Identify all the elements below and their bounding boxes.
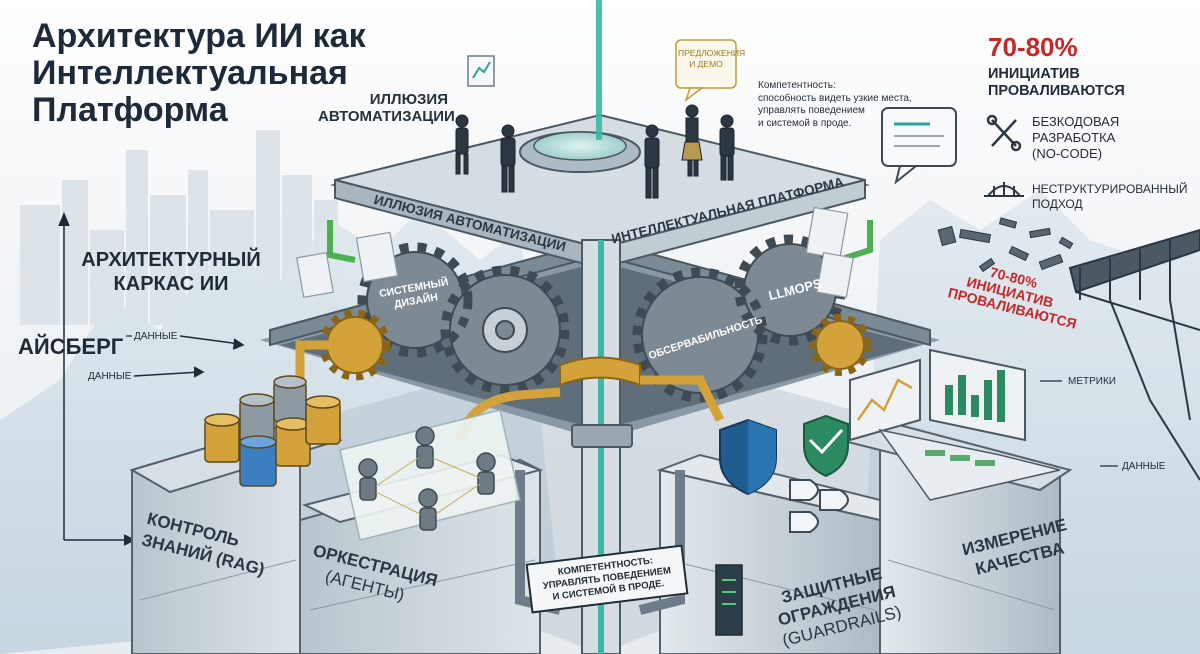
nocode-line-1: БЕЗКОДОВАЯ [1032, 114, 1120, 129]
bubble-line-2: И ДЕМО [689, 59, 723, 69]
frame-label: АРХИТЕКТУРНЫЙ КАРКАС ИИ [76, 248, 266, 296]
agents-panel [339, 409, 521, 541]
bubble-line-1: ПРЕДЛОЖЕНИЯ [678, 48, 746, 58]
title-line-3: Платформа [32, 91, 228, 129]
competence-note-line-2: способность видеть узкие места, [758, 92, 912, 104]
unstructured-line-2: ПОДХОД [1032, 197, 1083, 211]
title-line-2: Интеллектуальная [32, 54, 348, 92]
people-on-roof [455, 104, 735, 199]
fail-text-line-1: ИНИЦИАТИВ [988, 66, 1080, 82]
tools-icon [986, 114, 1022, 152]
fail-text: ИНИЦИАТИВ ПРОВАЛИВАЮТСЯ [988, 66, 1125, 100]
illusion-label: ИЛЛЮЗИЯ АВТОМАТИЗАЦИИ [318, 91, 455, 125]
speech-bubble-shape [675, 39, 737, 103]
bridge-icon [984, 182, 1024, 197]
frame-label-line-1: АРХИТЕКТУРНЫЙ [81, 249, 261, 271]
iceberg-label: АЙСБЕРГ [18, 334, 124, 359]
illusion-label-line-2: АВТОМАТИЗАЦИИ [318, 108, 455, 125]
fail-text-line-2: ПРОВАЛИВАЮТСЯ [988, 83, 1125, 99]
unstructured-line-1: НЕСТРУКТУРИРОВАННЫЙ [1032, 182, 1188, 196]
data-label-right: ДАННЫЕ [1122, 461, 1166, 472]
competence-note: Компетентность: способность видеть узкие… [758, 80, 912, 130]
illusion-label-line-1: ИЛЛЮЗИЯ [369, 91, 448, 108]
frame-label-line-2: КАРКАС ИИ [113, 273, 229, 295]
fail-percent: 70-80% [988, 32, 1078, 62]
nocode-label: БЕЗКОДОВАЯ РАЗРАБОТКА (NO-CODE) [1032, 114, 1119, 162]
nocode-line-3: (NO-CODE) [1032, 146, 1103, 161]
data-label-left-1: ДАННЫЕ [134, 331, 178, 342]
broken-bridge [937, 217, 1200, 481]
nocode-line-2: РАЗРАБОТКА [1032, 130, 1116, 145]
title-line-1: Архитектура ИИ как [32, 17, 366, 55]
competence-note-line-3: управлять поведением [758, 105, 865, 116]
metrics-screens [849, 348, 1061, 501]
proposals-bubble-text: ПРЕДЛОЖЕНИЯ И ДЕМО [678, 48, 746, 70]
shields [719, 414, 849, 496]
competence-note-line-4: и системой в проде. [758, 117, 852, 129]
data-label-left-2: ДАННЫЕ [88, 371, 132, 382]
metrics-label: МЕТРИКИ [1068, 376, 1116, 387]
competence-note-line-1: Компетентность: [758, 80, 836, 91]
unstructured-label: НЕСТРУКТУРИРОВАННЫЙ ПОДХОД [1032, 182, 1187, 212]
page-title: Архитектура ИИ как Интеллектуальная Плат… [32, 18, 366, 129]
database-stack [204, 375, 341, 487]
